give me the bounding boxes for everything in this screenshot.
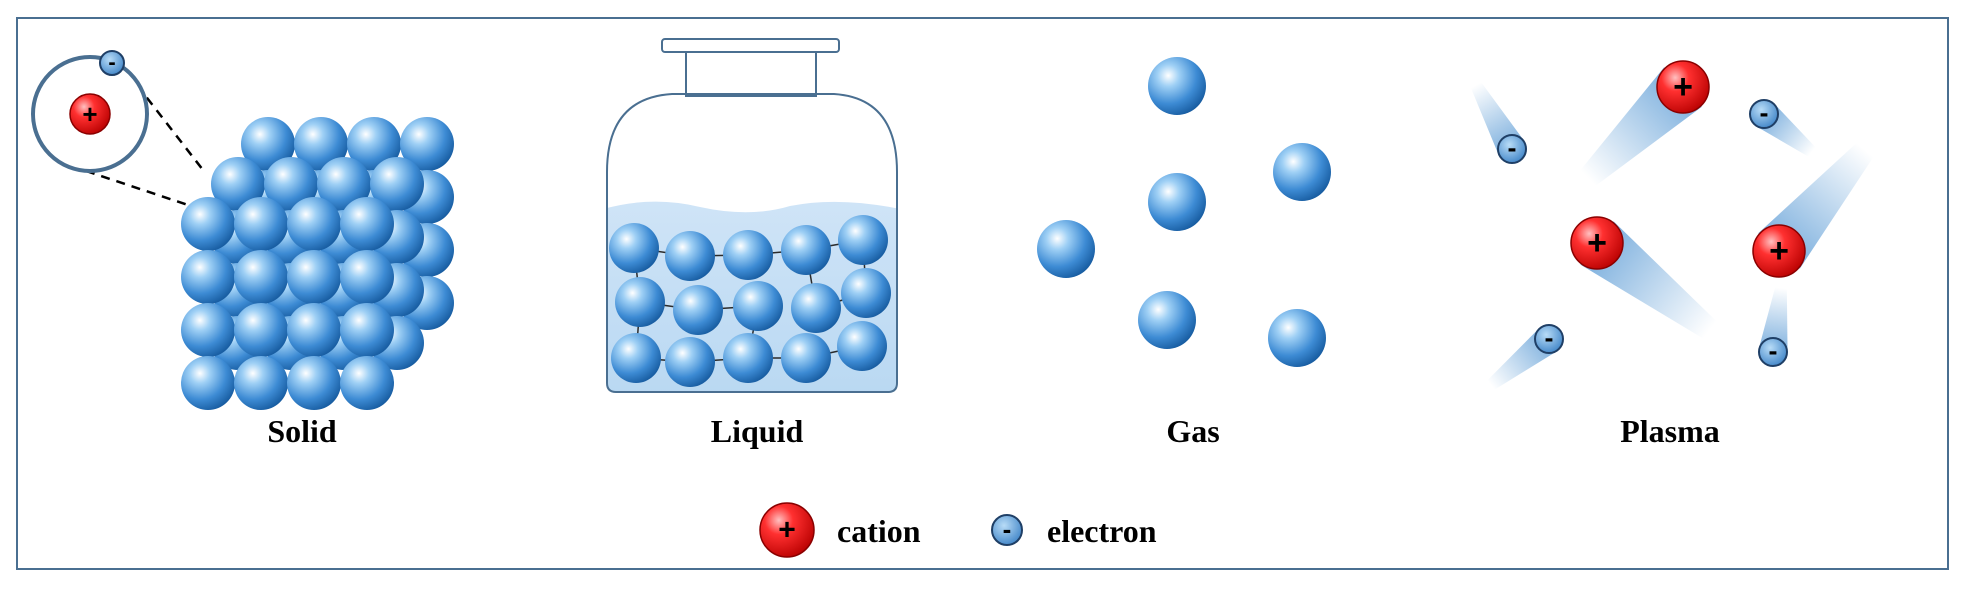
solid-atom xyxy=(400,117,454,171)
solid-lattice xyxy=(181,117,454,410)
liquid-atom xyxy=(781,225,831,275)
liquid-atoms xyxy=(609,215,891,387)
liquid-atom xyxy=(838,215,888,265)
plasma-group: + + + - - - - Plasma xyxy=(1470,60,1874,449)
solid-atom xyxy=(211,157,265,211)
solid-atom xyxy=(347,117,401,171)
solid-atom xyxy=(370,157,424,211)
liquid-atom xyxy=(791,283,841,333)
solid-atom xyxy=(181,356,235,410)
svg-text:-: - xyxy=(1545,323,1554,353)
zoom-line-bottom xyxy=(85,169,189,207)
plasma-cation-icon: + xyxy=(1570,216,1624,270)
gas-atom xyxy=(1138,291,1196,349)
solid-atom xyxy=(181,303,235,357)
solid-atom xyxy=(241,117,295,171)
liquid-atom xyxy=(609,223,659,273)
diagram-frame xyxy=(16,17,1949,570)
liquid-atom xyxy=(665,337,715,387)
svg-text:+: + xyxy=(1587,224,1607,262)
svg-text:+: + xyxy=(1673,68,1693,106)
solid-atom xyxy=(317,157,371,211)
liquid-atom xyxy=(723,333,773,383)
solid-atom xyxy=(181,250,235,304)
plasma-motion-trails xyxy=(1470,67,1874,390)
solid-atom xyxy=(340,303,394,357)
jar-neck xyxy=(685,51,817,97)
zoom-electron-icon: - xyxy=(99,50,125,76)
solid-atom xyxy=(294,117,348,171)
liquid-atom xyxy=(615,277,665,327)
solid-atom xyxy=(287,356,341,410)
gas-atom xyxy=(1037,220,1095,278)
state-label-liquid: Liquid xyxy=(711,413,804,449)
svg-text:+: + xyxy=(778,514,796,547)
solid-atom xyxy=(287,197,341,251)
plasma-cation-icon: + xyxy=(1656,60,1710,114)
solid-atom xyxy=(287,250,341,304)
state-label-plasma: Plasma xyxy=(1620,413,1720,449)
svg-text:-: - xyxy=(1003,514,1012,544)
plasma-cation-icon: + xyxy=(1752,224,1806,278)
gas-group: Gas xyxy=(1037,57,1331,449)
solid-atom xyxy=(340,197,394,251)
state-label-solid: Solid xyxy=(267,413,337,449)
svg-text:+: + xyxy=(82,99,97,129)
legend-electron-icon: - xyxy=(991,514,1023,546)
state-label-gas: Gas xyxy=(1166,413,1219,449)
solid-atom xyxy=(287,303,341,357)
plasma-electron-icon: - xyxy=(1749,98,1779,129)
zoom-line-top xyxy=(136,84,204,171)
liquid-atom xyxy=(665,231,715,281)
liquid-atom xyxy=(723,230,773,280)
liquid-atom xyxy=(841,268,891,318)
legend-cation-icon: + xyxy=(759,502,815,558)
liquid-atom xyxy=(611,333,661,383)
liquid-atom xyxy=(673,285,723,335)
electron-motion-trail xyxy=(1758,287,1788,354)
solid-atom xyxy=(340,356,394,410)
solid-atom xyxy=(234,356,288,410)
svg-text:+: + xyxy=(1769,232,1789,270)
solid-atom xyxy=(234,250,288,304)
liquid-atom xyxy=(837,321,887,371)
svg-text:-: - xyxy=(1760,98,1769,128)
solid-atom xyxy=(234,197,288,251)
gas-atoms xyxy=(1037,57,1331,367)
svg-text:-: - xyxy=(108,50,115,75)
solid-atom xyxy=(264,157,318,211)
svg-text:-: - xyxy=(1508,133,1517,163)
gas-atom xyxy=(1148,57,1206,115)
solid-atom xyxy=(340,250,394,304)
gas-atom xyxy=(1148,173,1206,231)
plasma-electron-icon: - xyxy=(1534,323,1564,354)
liquid-atom xyxy=(733,281,783,331)
zoom-cation-icon: + xyxy=(69,93,111,135)
solid-atom xyxy=(181,197,235,251)
legend-cation-label: cation xyxy=(837,513,921,549)
legend-electron-label: electron xyxy=(1047,513,1157,549)
gas-atom xyxy=(1268,309,1326,367)
plasma-particles: + + + - - - - xyxy=(1497,60,1806,367)
solid-atom xyxy=(234,303,288,357)
gas-atom xyxy=(1273,143,1331,201)
legend: + cation - electron xyxy=(759,502,1157,558)
svg-text:-: - xyxy=(1769,336,1778,366)
jar-body xyxy=(606,93,898,393)
jar-icon xyxy=(606,38,898,393)
liquid-atom xyxy=(781,333,831,383)
plasma-electron-icon: - xyxy=(1497,133,1527,164)
liquid-group: Liquid xyxy=(606,38,898,449)
solid-group: + - Solid xyxy=(31,50,454,449)
jar-lid xyxy=(661,38,840,53)
plasma-electron-icon: - xyxy=(1758,336,1788,367)
